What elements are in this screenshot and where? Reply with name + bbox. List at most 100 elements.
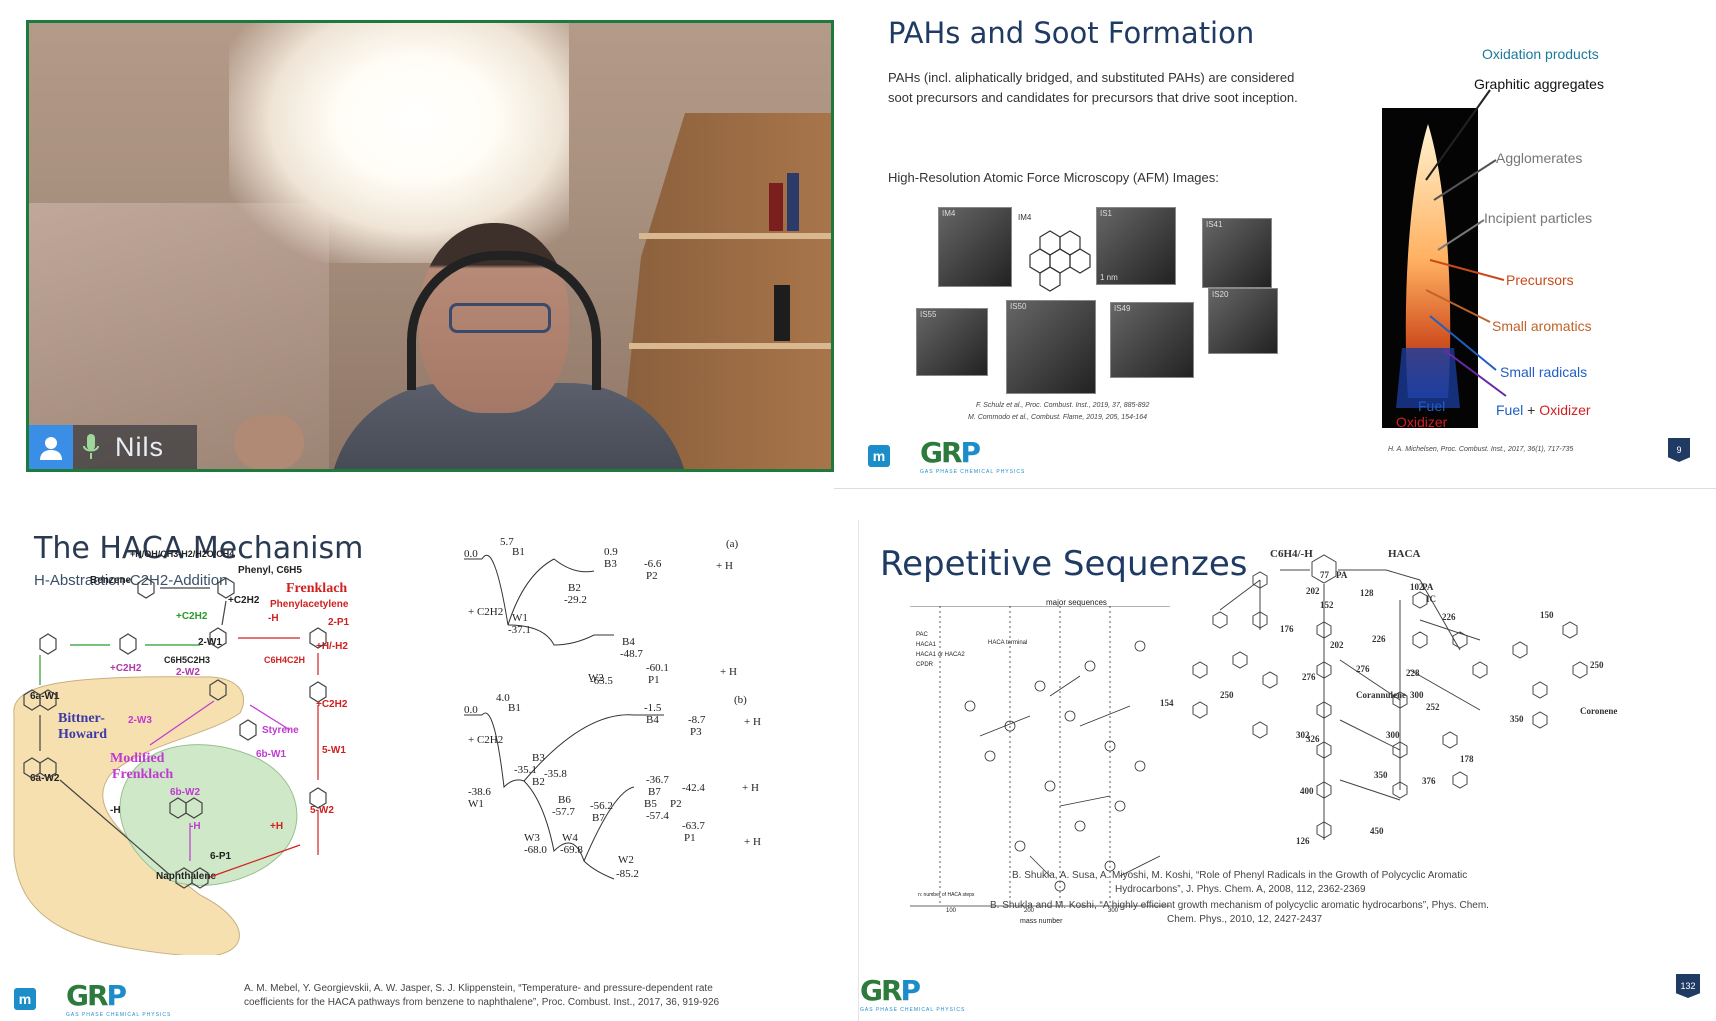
axis-tick: 200 [1024,908,1035,914]
benzene-ring [1412,631,1428,649]
page-number: 9 [1668,438,1690,462]
pes-value: -35.8 [544,768,567,780]
tree-value: 450 [1370,826,1384,836]
institution-icon: m [868,444,890,467]
benzene-ring [1316,741,1332,759]
pes-value: -85.2 [616,868,639,880]
haca-label: C6H5C2H3 [164,655,211,665]
pes-value: B2 [532,776,545,788]
user-icon [29,425,73,469]
tree-value: 154 [1160,698,1174,708]
shelf-board [629,343,831,349]
haca-label: Modified [110,751,165,766]
benzene-ring [1232,651,1248,669]
slide-intro: PAHs (incl. aliphatically bridged, and s… [888,70,1298,105]
tree-value: 228 [1406,668,1420,678]
divider [834,488,1716,489]
pes-value: B7 [592,812,605,824]
haca-label: -H [110,805,121,816]
tree-value: 226 [1442,612,1456,622]
pes-value: -35.1 [514,764,537,776]
benzene-ring [1392,741,1408,759]
slide-haca: The HACA Mechanism H-Abstraction-C2H2-Ad… [0,515,856,1021]
tree-value: 326 [1306,734,1320,744]
slide-pahs: PAHs and Soot Formation PAHs (incl. alip… [846,0,1716,488]
pes-value: + C2H2 [468,734,503,746]
label-incipient: Incipient particles [1484,210,1593,226]
participant-name: Nils [115,431,164,462]
haca-scheme-structures [23,577,327,889]
tree-value: 150 [1540,610,1554,620]
tree-value: 126 [1296,836,1310,846]
pes-value: -60.1 [646,662,669,674]
institution-icon: m [14,987,36,1010]
logo: m GRP GAS PHASE CHEMICAL PHYSICS [860,974,965,1013]
haca-label: 5-W2 [310,805,334,816]
pes-value: -63.5 [590,675,613,687]
pes-value: B7 [648,786,661,798]
pes-value: 0.0 [464,704,478,716]
tree-value: 276 [1356,664,1370,674]
slide-title: PAHs and Soot Formation [888,16,1255,50]
pes-value: -38.6 [468,786,491,798]
participant-badge: Nils [29,425,197,469]
tree-value: 276 [1302,672,1316,682]
pes-value: -69.8 [560,844,583,856]
tree-value: 350 [1374,770,1388,780]
label-small-aromatics: Small aromatics [1492,318,1592,334]
pes-value: B4 [622,636,635,648]
book [769,183,783,231]
axis-label: mass number [1020,918,1063,925]
label-agglomerates: Agglomerates [1496,150,1583,166]
label-fuel-plus: Fuel + Oxidizer [1496,402,1591,418]
benzene-ring [1452,771,1468,789]
reference: Hydrocarbons”, J. Phys. Chem. A, 2008, 1… [1115,884,1366,895]
benzene-ring [1316,821,1332,839]
benzene-ring [1572,661,1588,679]
growth-tree [1192,554,1588,840]
pes-value: -42.4 [682,782,705,794]
haca-label: +C2H2 [110,663,142,674]
glasses [449,303,551,333]
benzene-ring [1392,781,1408,799]
haca-label: Phenylacetylene [270,599,349,610]
video-tile[interactable]: Nils [26,20,834,472]
reference: M. Commodo et al., Combust. Flame, 2019,… [968,414,1147,421]
tree-value: 176 [1280,624,1294,634]
haca-label: Frenklach [112,767,174,782]
pes-value: B3 [604,558,617,570]
tree-value: 178 [1460,754,1474,764]
haca-label: 5-W1 [322,745,346,756]
page-number: 132 [1676,974,1700,998]
haca-label: 6a-W1 [30,691,60,702]
reference: coefficients for the HACA pathways from … [244,997,720,1008]
haca-label: 6-P1 [210,851,232,862]
tree-value: Corannulene [1356,690,1407,700]
tree-value: 252 [1426,702,1440,712]
logo-text: GRP [920,436,981,469]
pes-value: -1.5 [644,702,662,714]
haca-label: 6a-W2 [30,773,60,784]
label-graphitic: Graphitic aggregates [1474,76,1604,92]
pes-value: + H [720,666,737,678]
shelf-board [639,233,831,239]
pes-value: 5.7 [500,536,514,548]
afm-image: IM4 [938,207,1012,287]
figure-note: n: number of HACA steps [918,892,975,898]
pes-value: W1 [512,612,528,624]
pes-value: -48.7 [620,648,643,660]
headset [407,251,601,390]
pes-value: P3 [690,726,702,738]
tree-value: 350 [1510,714,1524,724]
microphone-icon[interactable] [73,425,109,469]
reference: B. Shukla and M. Koshi, “A highly effici… [990,900,1489,911]
haca-label: Bittner- [58,711,105,726]
logo-subtitle: GAS PHASE CHEMICAL PHYSICS [66,1012,172,1018]
slide-title: The HACA Mechanism [34,531,364,566]
label-fuel: Fuel [1418,398,1446,414]
pes-value: P1 [684,832,696,844]
tree-value: 226 [1372,634,1386,644]
haca-label: +C2H2 [316,699,348,710]
haca-label: Styrene [262,725,299,736]
haca-label: +H/-H2 [316,641,348,652]
